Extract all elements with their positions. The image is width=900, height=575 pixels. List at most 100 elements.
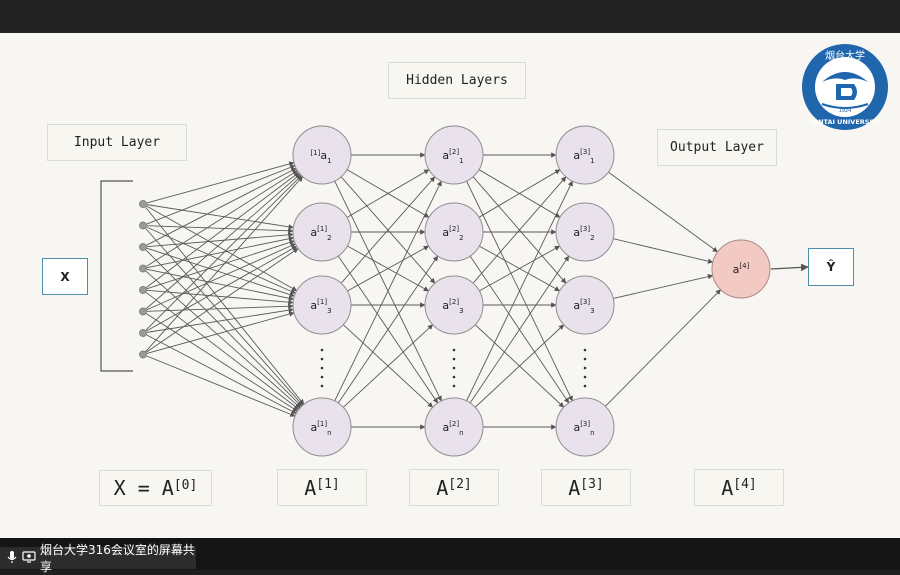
output-arrow [770,263,809,272]
hidden-layer-3-node-1 [555,125,615,185]
ellipsis-dot-3-3 [583,366,587,370]
hidden-layer-2-node-3-label-sup: [2] [449,298,459,306]
edge-input-7-h1-2 [146,311,295,354]
hidden-layer-3-node-2-label-base: a [573,226,580,239]
formula-a1: A[1] [277,469,367,506]
edge-input-1-h1-0 [146,164,296,225]
hidden-layer-3-node-3-label: a[3]3 [573,298,594,315]
hidden-layer-2-node-1-label-sub: 1 [459,157,463,165]
hidden-layer-2-node-3-label-sub: 3 [459,307,463,315]
formula-a1-sup: [1] [316,477,340,492]
logo-top-text: 烟台大学 [825,49,865,62]
hidden-layer-1-node-2 [292,202,352,262]
formula-a0-main: X = A [113,476,174,500]
hidden-layer-2-node-1-label-sup: [2] [449,148,459,156]
input-x-box: X [42,258,88,295]
edge-input-6-h1-3 [146,334,297,414]
input-node-4 [139,264,147,273]
hidden-layer-1-node-2-label-base: a [310,226,317,239]
hidden-layer-1-node-3-label-base: a [310,299,317,312]
hidden-layer-3-node-4-label-sup: [3] [580,420,590,428]
hidden-layer-2-node-4-label-sup: [2] [449,420,459,428]
hidden-layer-1-node-3-label: a[1]3 [310,298,331,315]
hidden-layer-3-node-1-label-base: a [573,149,580,162]
formula-a3-main: A [568,475,581,500]
hidden-layer-3-node-4-label-base: a [573,421,580,434]
microphone-icon[interactable] [6,550,18,567]
output-layer-label: Output Layer [657,129,777,166]
hidden-layer-3-node-2-label-sub: 2 [590,234,594,242]
edge-h2-3-h3-2 [474,324,565,408]
edge-input-7-h1-1 [146,248,299,353]
hidden-layer-1-node-2-label-sup: [1] [317,225,327,233]
edge-input-1-h1-3 [145,228,304,406]
hidden-layers-label: Hidden Layers [388,62,526,99]
input-node-7 [139,329,147,337]
hidden-layer-2-node-3-label: a[2]3 [442,298,463,315]
edge-h3-1-output [613,238,714,264]
formula-a4-sup: [4] [733,477,757,492]
hidden-layer-1-node-4-label-base: a [310,421,317,434]
edge-h2-1-h3-0 [478,169,561,218]
edge-input-2-h1-1 [146,232,294,248]
hidden-layer-3-node-1-label: a[3]1 [573,148,594,165]
ellipsis-dot-2-3 [452,366,456,370]
edge-h3-0-output [608,171,719,253]
hidden-layer-1-node-2-label-sub: 2 [327,234,331,242]
edge-input-3-h1-2 [146,268,295,301]
output-node-label-base: a [733,263,740,276]
input-node-3 [139,243,147,251]
hidden-layer-1-node-1-label-sub: 1 [327,157,331,165]
edge-input-1-h1-2 [146,226,296,294]
edge-h1-2-h2-1 [347,245,430,292]
edge-h2-2-h3-0 [472,176,567,284]
screen-share-bar[interactable]: 烟台大学316会议室的屏幕共享 [0,543,196,574]
input-bracket [100,180,133,372]
edge-input-7-h1-3 [146,355,296,417]
hidden-layer-1-node-1-label-pre: [1] [310,149,320,157]
input-node-6 [139,307,147,316]
hidden-layer-2-node-1-label-base: a [442,149,449,162]
edge-input-0-h1-3 [145,206,305,405]
hidden-layer-3-node-3 [555,275,615,335]
edge-input-3-h1-0 [146,170,298,267]
hidden-layer-2-node-2-label-base: a [442,226,449,239]
formula-a3-sup: [3] [580,477,604,492]
hidden-layer-2-node-4 [424,397,484,457]
edge-input-4-h1-0 [145,172,300,288]
output-node-label-sup: [4] [739,262,749,270]
edge-h3-3-output [605,289,722,407]
edge-h1-2-h2-0 [340,176,436,284]
logo-bottom-text: YANTAI UNIVERSITY [808,118,881,126]
hidden-layer-1-node-4-label-sub: n [327,429,331,437]
hidden-layer-2-node-2-label-sub: 2 [459,234,463,242]
edge-input-5-h1-3 [146,313,299,412]
edge-input-4-h1-1 [146,239,295,290]
hidden-layer-2-node-4-label-base: a [442,421,449,434]
formula-a3: A[3] [541,469,631,506]
ellipsis-dot-2-4 [452,375,456,379]
edge-input-3-h1-1 [146,236,295,269]
edge-input-6-h1-1 [146,245,298,332]
connection-edges [145,152,722,430]
edge-input-2-h1-0 [146,167,297,246]
edge-h1-3-h2-2 [342,324,434,408]
edge-input-7-h1-0 [145,176,303,352]
output-node-label: a[4] [733,262,750,276]
hidden-nodes: [1]a1a[1]2a[1]3a[1]na[2]1a[2]2a[2]3a[2]n… [292,125,615,457]
formula-a2-main: A [436,475,449,500]
edge-h1-1-h2-0 [346,169,430,218]
hidden-layer-3-node-4-label-sub: n [590,429,594,437]
edge-h2-2-h3-1 [479,245,561,292]
ellipsis-dot-1-2 [320,357,324,361]
screen-share-icon[interactable] [22,550,36,566]
hidden-layer-1-node-4 [292,397,352,457]
hidden-layer-1-node-2-label: a[1]2 [310,225,331,242]
hidden-layer-2-node-4-label-sub: n [459,429,463,437]
edge-input-2-h1-2 [146,247,295,298]
input-node-5 [139,286,147,294]
formula-a1-main: A [304,475,317,500]
edge-h3-2-output [613,273,714,299]
hidden-layer-2-node-2-label-sup: [2] [449,225,459,233]
